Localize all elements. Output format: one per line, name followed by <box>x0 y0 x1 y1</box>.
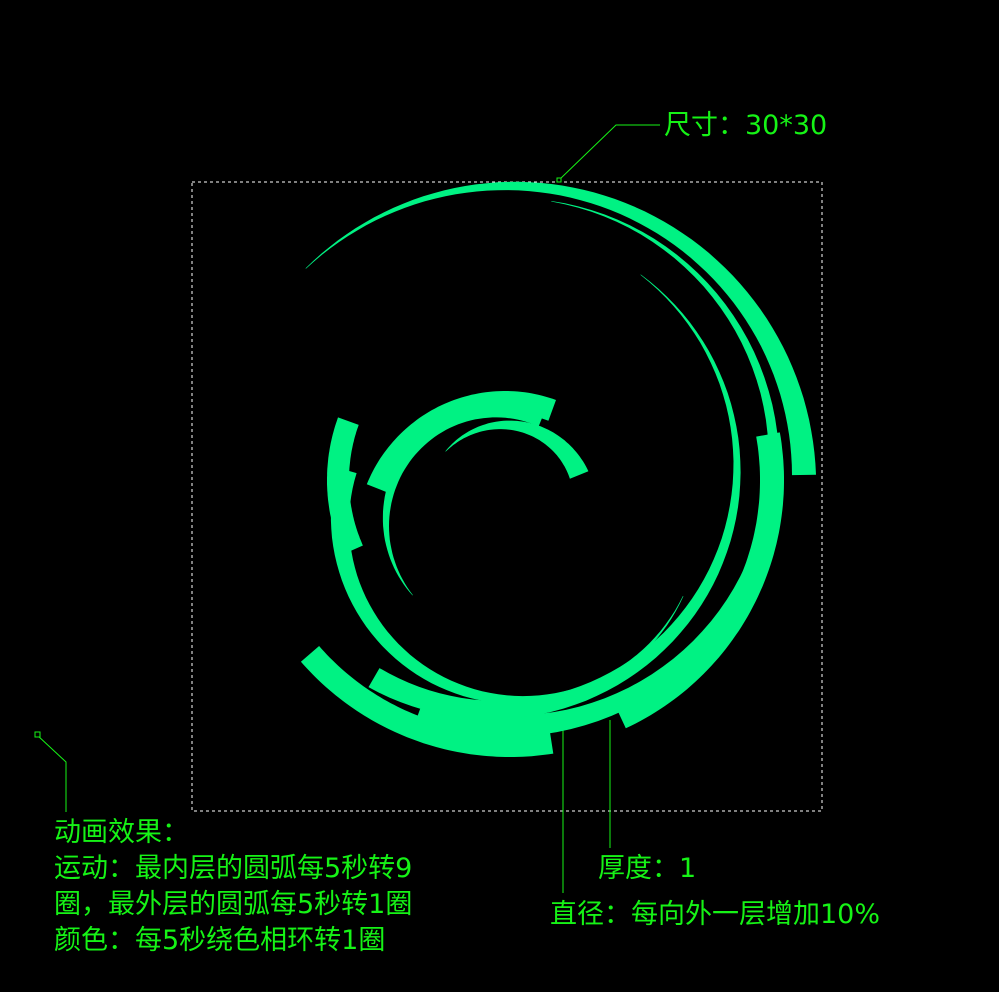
size-leader-anchor <box>556 177 562 183</box>
ring-arc-innermost <box>445 420 589 479</box>
diameter-annotation: 直径：每向外一层增加10% <box>550 899 881 930</box>
ring-arc-outer-top <box>305 181 816 476</box>
animation-line-3: 颜色：每5秒绕色相环转1圈 <box>54 925 386 956</box>
animation-leader-line <box>36 734 67 812</box>
arc-rings <box>300 181 816 757</box>
ring-arc-outer-bottom <box>300 646 554 757</box>
animation-line-2: 圈，最外层的圆弧每5秒转1圈 <box>54 889 413 920</box>
size-leader-line <box>558 124 660 181</box>
animation-annotation: 动画效果： 运动：最内层的圆弧每5秒转9 圈，最外层的圆弧每5秒转1圈 颜色：每… <box>54 816 412 960</box>
animation-leader-anchor <box>34 731 41 738</box>
leader-lines <box>34 124 660 893</box>
animation-heading: 动画效果： <box>54 817 189 848</box>
size-annotation: 尺寸：30*30 <box>664 110 828 141</box>
thickness-annotation: 厚度：1 <box>598 853 697 884</box>
ring-arc-inner-3 <box>382 398 547 596</box>
animation-line-1: 运动：最内层的圆弧每5秒转9 <box>54 853 413 884</box>
